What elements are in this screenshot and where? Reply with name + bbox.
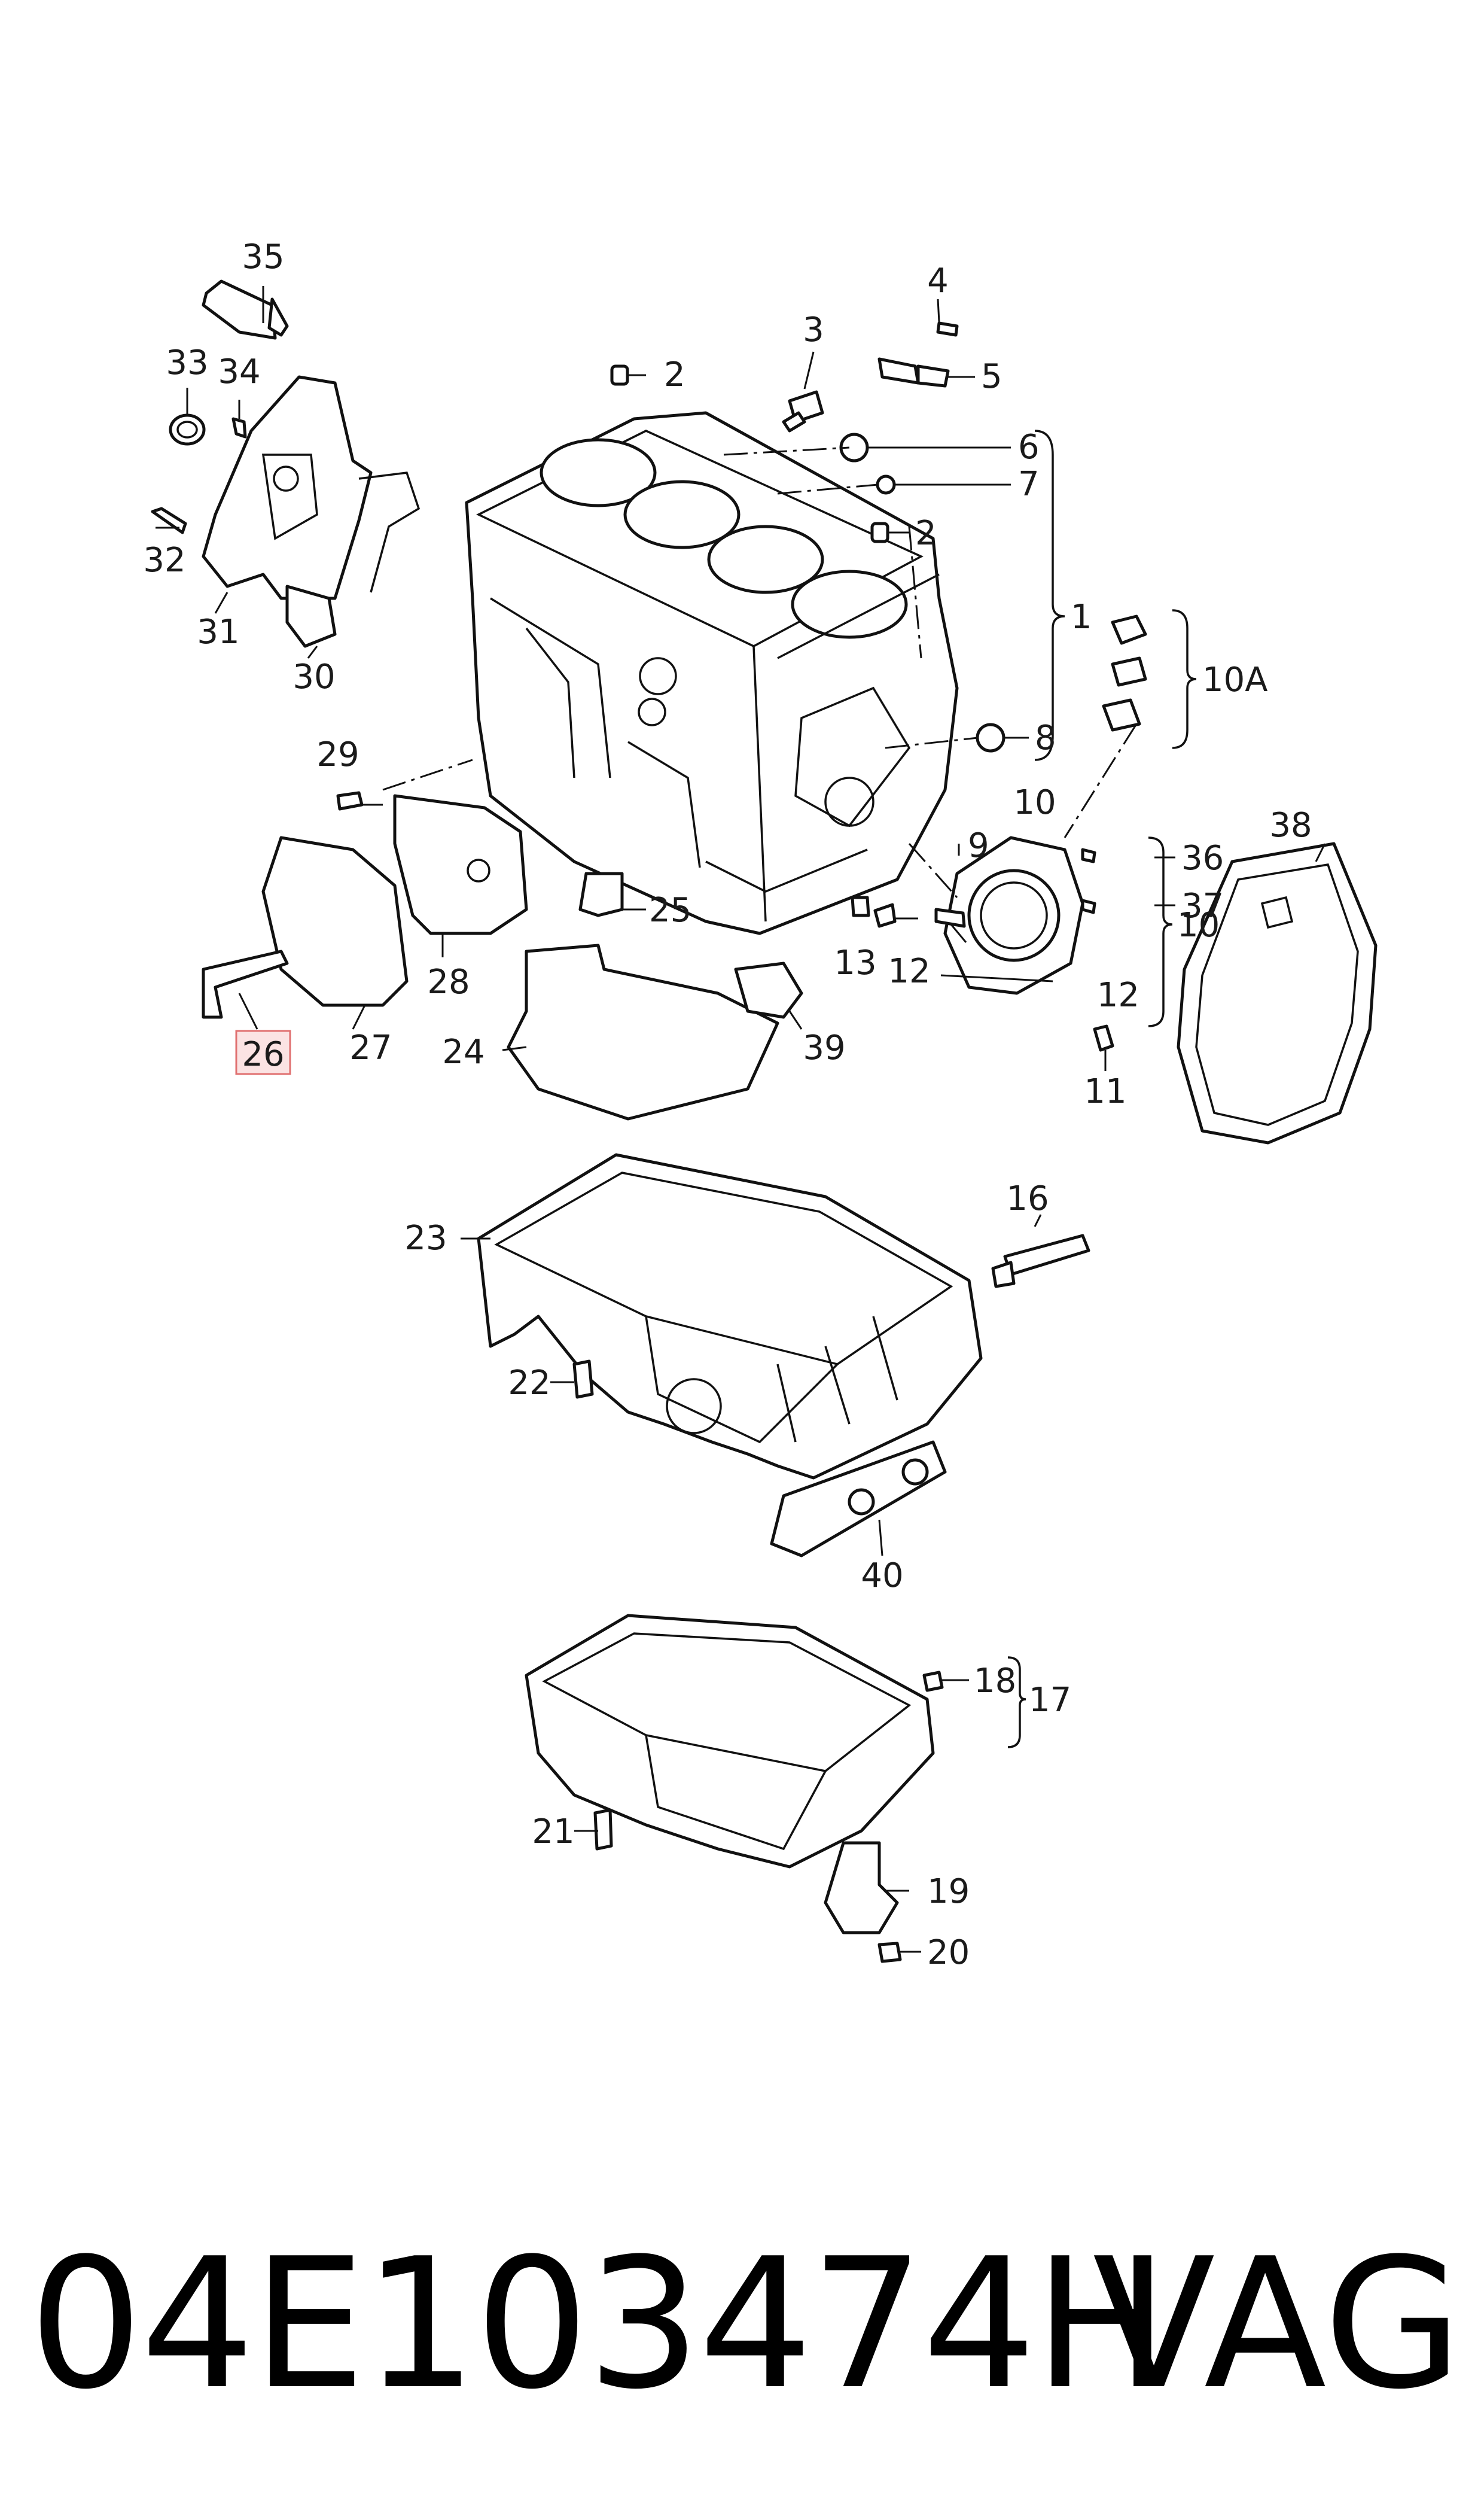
- brand-name: VAG: [1092, 2220, 1462, 2429]
- top-small-parts: [610, 321, 1005, 753]
- callout-10b: 10: [1177, 906, 1220, 945]
- callout-23: 23: [404, 1219, 447, 1258]
- callout-20: 20: [927, 1933, 970, 1972]
- engine-block: [465, 411, 959, 935]
- leader-lines: [156, 286, 1326, 1953]
- rear-seal-flange: [851, 614, 1147, 1052]
- gasket: [1177, 842, 1378, 1145]
- callout-7: 7: [1018, 465, 1040, 504]
- callout-2b: 2: [915, 514, 937, 553]
- part-number: 04E103474H: [29, 2220, 1169, 2429]
- callout-4: 4: [927, 261, 949, 300]
- callout-12a: 12: [888, 952, 930, 991]
- callout-6: 6: [1018, 428, 1040, 467]
- callout-33: 33: [166, 343, 208, 382]
- side-covers: [202, 759, 803, 1121]
- callout-30: 30: [292, 658, 335, 696]
- callout-labels: 35 33 34 32 31 30 2 3 4 5 6 7 2 1 8 10A …: [143, 238, 1312, 1972]
- callout-1: 1: [1071, 598, 1092, 637]
- timing-cover-parts: [151, 279, 420, 648]
- callout-39: 39: [803, 1029, 845, 1067]
- callout-10A: 10A: [1202, 661, 1268, 699]
- callout-24: 24: [442, 1033, 484, 1072]
- callout-3: 3: [803, 311, 824, 349]
- callout-9: 9: [968, 826, 989, 865]
- callout-35: 35: [242, 238, 284, 276]
- callout-32: 32: [143, 541, 185, 580]
- highlight-box: [235, 1030, 291, 1075]
- callout-2a: 2: [664, 355, 685, 394]
- callout-8: 8: [1035, 719, 1056, 757]
- callout-40: 40: [861, 1556, 903, 1595]
- callout-18: 18: [974, 1662, 1016, 1700]
- callout-12b: 12: [1097, 976, 1139, 1015]
- callout-38: 38: [1269, 806, 1312, 845]
- upper-oil-pan: [477, 1153, 1090, 1557]
- callout-25: 25: [649, 891, 691, 930]
- callout-27: 27: [349, 1029, 392, 1067]
- callout-31: 31: [197, 613, 239, 652]
- callout-34: 34: [218, 352, 260, 391]
- lower-oil-pan: [525, 1614, 944, 1963]
- callout-37: 37: [1181, 887, 1224, 926]
- callout-22: 22: [508, 1364, 550, 1403]
- braces: [1007, 430, 1197, 1748]
- callout-21: 21: [532, 1812, 574, 1851]
- callout-26: 26: [242, 1035, 284, 1074]
- callout-36: 36: [1181, 839, 1224, 878]
- callout-29: 29: [316, 735, 359, 774]
- callout-28: 28: [427, 963, 470, 1002]
- callout-17: 17: [1029, 1681, 1071, 1720]
- callout-16: 16: [1006, 1179, 1049, 1218]
- callout-11: 11: [1084, 1072, 1126, 1111]
- callout-13: 13: [834, 944, 876, 982]
- callout-10a: 10: [1013, 783, 1056, 822]
- callout-19: 19: [927, 1872, 970, 1911]
- callout-5: 5: [981, 357, 1002, 396]
